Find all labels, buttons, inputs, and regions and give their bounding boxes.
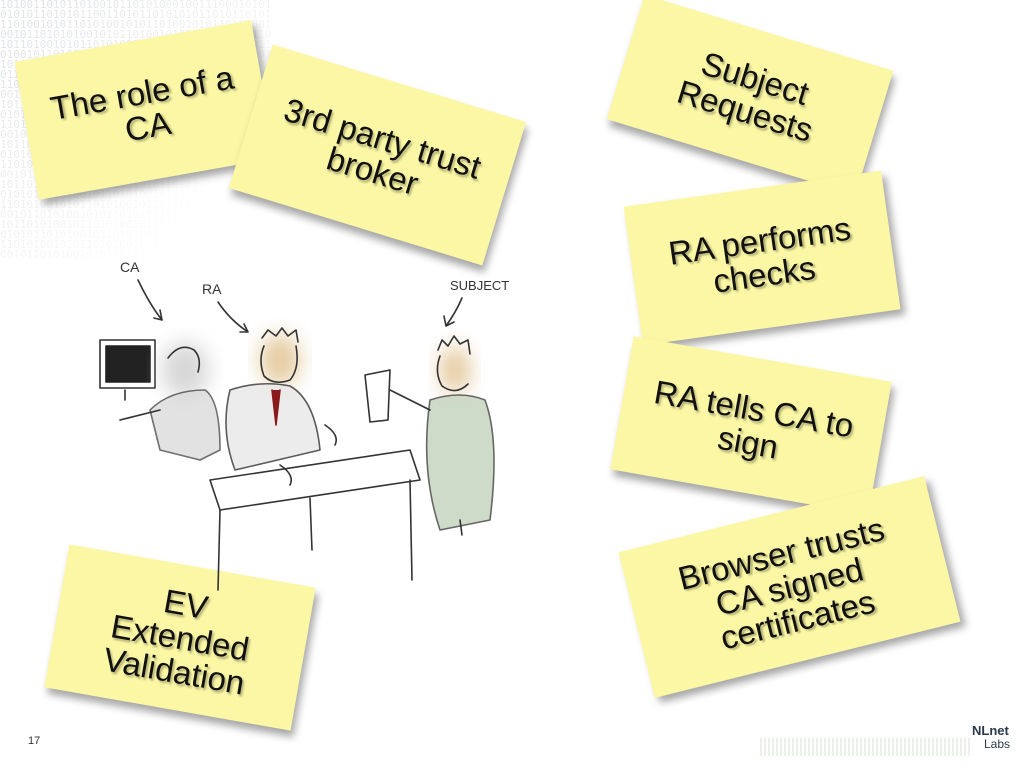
note-ra-checks: RA performs checks bbox=[623, 170, 901, 346]
label-ra: RA bbox=[202, 281, 222, 297]
note-browser-trusts: Browser trusts CA signed certificates bbox=[618, 476, 961, 698]
label-ca: CA bbox=[120, 259, 140, 275]
slide-number: 17 bbox=[28, 735, 41, 747]
ca-ra-subject-sketch: CA RA SUBJECT bbox=[99, 259, 509, 591]
note-ra-tells-ca-text: RA tells CA to sign bbox=[651, 372, 857, 466]
note-subject-requests: Subject Requests bbox=[606, 0, 894, 196]
note-ra-checks-text: RA performs checks bbox=[666, 209, 853, 300]
note-browser-trusts-text: Browser trusts CA signed certificates bbox=[674, 510, 888, 657]
nlnet-labs-logo: NLnet Labs bbox=[972, 724, 1022, 760]
footer-bar bbox=[760, 738, 970, 756]
note-trust-broker-text: 3rd party trust broker bbox=[279, 90, 486, 203]
note-subject-requests-text: Subject Requests bbox=[673, 44, 818, 149]
logo-line2: Labs bbox=[984, 737, 1011, 751]
logo-line1: NLnet bbox=[972, 723, 1009, 738]
label-subject: SUBJECT bbox=[450, 278, 509, 293]
note-ra-tells-ca: RA tells CA to sign bbox=[610, 336, 892, 515]
note-role-of-ca-text: The role of a CA bbox=[47, 58, 237, 149]
